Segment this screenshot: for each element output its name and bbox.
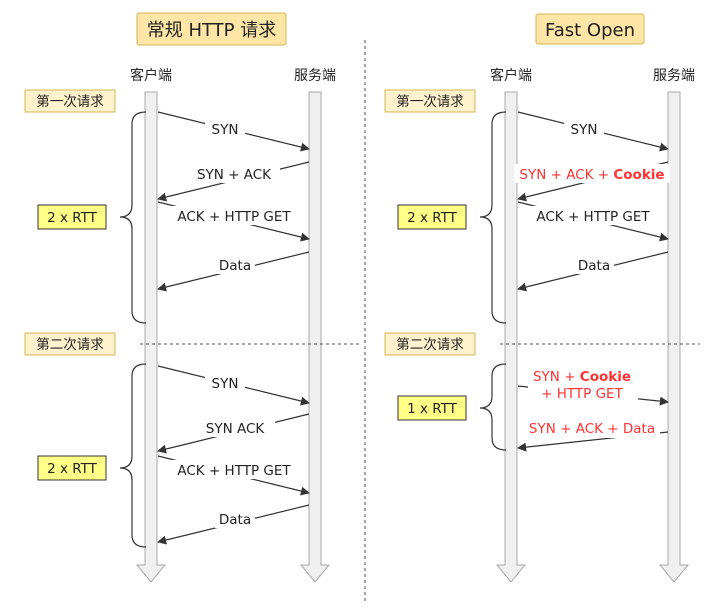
left-title-box	[136, 12, 287, 46]
right-rtt-second: 1 x RTT	[407, 401, 458, 417]
left-server-timeline	[299, 91, 331, 583]
right-msg-syn-1: SYN	[571, 122, 598, 138]
right-msg-ackget-1: ACK + HTTP GET	[536, 209, 650, 225]
left-brace-second	[119, 363, 147, 548]
left-msg-data-2: Data	[219, 512, 251, 528]
right-title: Fast Open	[545, 20, 635, 41]
right-rtt-second-box	[397, 395, 467, 421]
right-msg-data-1: Data	[578, 258, 610, 274]
left-rtt-second: 2 x RTT	[47, 461, 98, 477]
left-rtt-second-box	[37, 455, 107, 481]
right-second-request-label: 第二次请求	[396, 336, 464, 353]
left-msg-ackget-2: ACK + HTTP GET	[177, 463, 291, 479]
left-rtt-first-box	[37, 204, 107, 230]
right-msg-syn-cookie-prefix: SYN +	[533, 369, 580, 385]
left-second-request-box	[24, 332, 116, 356]
right-server-label: 服务端	[653, 68, 695, 84]
right-first-request-label: 第一次请求	[396, 93, 464, 110]
right-msg-syn-cookie: SYN + Cookie	[533, 369, 631, 385]
left-msg-ackget-1: ACK + HTTP GET	[177, 209, 291, 225]
left-server-label: 服务端	[294, 68, 336, 84]
left-title: 常规 HTTP 请求	[147, 20, 277, 41]
left-second-request-label: 第二次请求	[36, 336, 104, 353]
left-brace-first	[119, 111, 147, 324]
right-msg-synack-data: SYN + ACK + Data	[529, 421, 655, 437]
right-panel: Fast Open 客户端 服务端 第一次请求 第二次请求 2 x RTT 1 …	[384, 13, 700, 583]
left-client-timeline	[135, 91, 167, 583]
right-title-box	[535, 13, 645, 45]
left-rtt-first: 2 x RTT	[47, 210, 98, 226]
right-msg-httpget: + HTTP GET	[541, 386, 623, 402]
left-client-label: 客户端	[130, 67, 172, 84]
right-msg-synack-cookie: SYN + ACK + Cookie	[519, 167, 664, 183]
right-brace-first	[479, 111, 507, 324]
left-first-request-label: 第一次请求	[36, 93, 104, 110]
right-server-timeline	[658, 91, 690, 583]
left-first-request-box	[24, 89, 116, 113]
left-msg-syn-1: SYN	[212, 122, 239, 138]
right-rtt-first: 2 x RTT	[407, 210, 458, 226]
right-msg-synack-cookie-bold: Cookie	[613, 167, 664, 183]
right-client-label: 客户端	[490, 67, 532, 84]
right-second-request-box	[384, 332, 476, 356]
left-msg-syn-2: SYN	[212, 376, 239, 392]
right-msg-syn-cookie-bold: Cookie	[580, 369, 631, 385]
right-brace-second	[479, 363, 507, 451]
right-first-request-box	[384, 89, 476, 113]
right-msg-synack-cookie-prefix: SYN + ACK +	[519, 167, 613, 183]
left-panel: 常规 HTTP 请求 客户端 服务端 第一次请求 第二次请求 2 x RTT 2…	[24, 12, 360, 583]
left-msg-synack-2: SYN ACK	[206, 421, 266, 437]
left-msg-data-1: Data	[219, 258, 251, 274]
left-msg-synack-1: SYN + ACK	[197, 167, 272, 183]
right-rtt-first-box	[397, 204, 467, 230]
